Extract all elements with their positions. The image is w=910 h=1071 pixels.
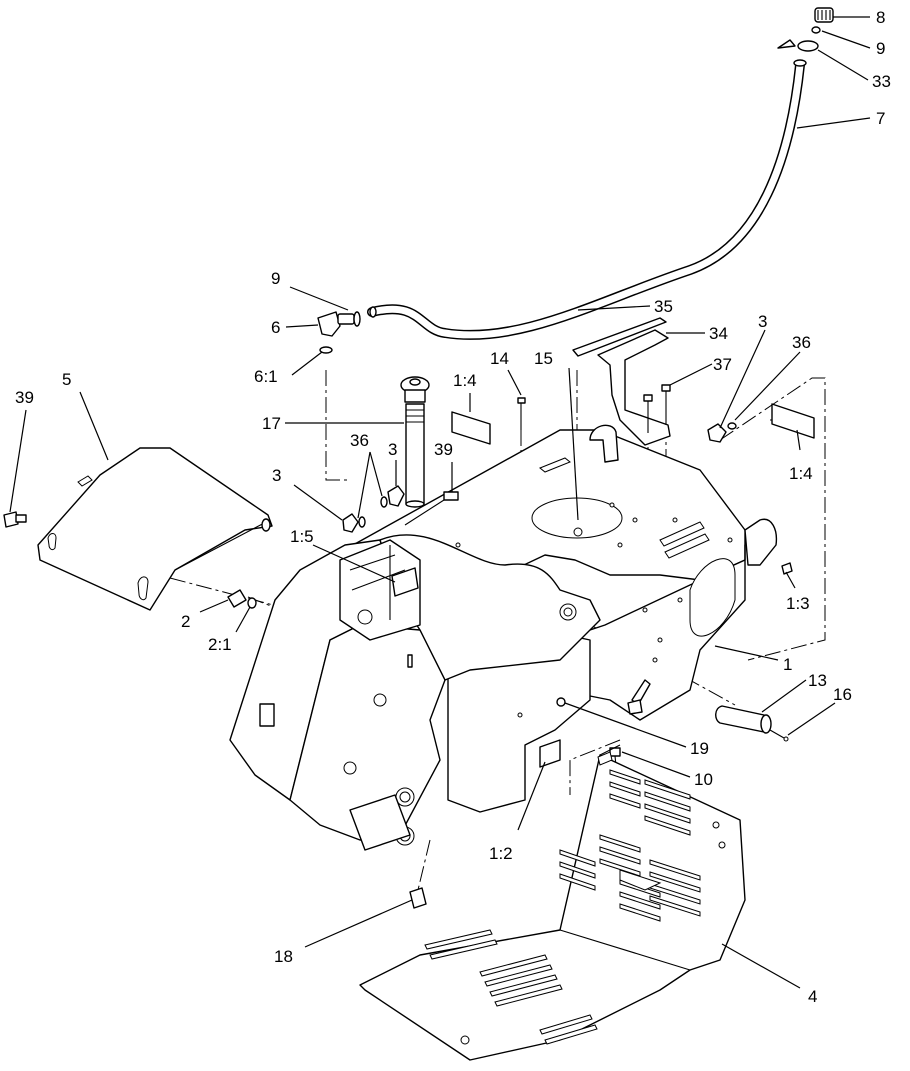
decal-right [771,403,815,439]
callout-1-3: 1:3 [786,594,810,613]
nut [556,697,566,707]
callout-2-1: 2:1 [208,635,232,654]
clamps-center [342,485,459,533]
strip [572,317,667,357]
bolts [517,384,671,433]
callout-13: 13 [808,671,827,690]
callout-1-5: 1:5 [290,527,314,546]
callout-36: 36 [792,333,811,352]
callout-6: 6 [271,318,280,337]
callout-labels: 8 9 33 7 9 6 6:1 35 34 3 36 37 39 5 14 1… [15,8,891,1006]
clamp-right [707,422,737,443]
callout-37: 37 [713,355,732,374]
floor-plate [359,744,746,1061]
fuel-hose [367,59,807,340]
callout-19: 19 [690,739,709,758]
main-frame [229,424,793,851]
callout-1-4: 1:4 [789,464,813,483]
decal-center [451,411,491,445]
elbow-fitting [317,311,361,354]
callout-9: 9 [876,39,885,58]
side-cover [37,447,273,611]
callout-1-4: 1:4 [453,371,477,390]
callout-2: 2 [181,612,190,631]
callout-36: 36 [350,431,369,450]
callout-3: 3 [272,466,281,485]
bracket [597,329,671,446]
callout-14: 14 [490,349,509,368]
callout-4: 4 [808,987,817,1006]
callout-39: 39 [434,440,453,459]
callout-18: 18 [274,947,293,966]
fuel-cap [811,7,834,34]
plug [409,887,427,909]
callout-8: 8 [876,8,885,27]
callout-35: 35 [654,297,673,316]
callout-33: 33 [872,72,891,91]
callout-9: 9 [271,269,280,288]
callout-7: 7 [876,109,885,128]
leader-lines [9,16,871,989]
callout-1-2: 1:2 [489,844,513,863]
callout-10: 10 [694,770,713,789]
screw-left [3,511,27,528]
callout-39: 39 [15,388,34,407]
callout-3: 3 [758,312,767,331]
hose-clamp-top [777,39,819,52]
callout-1: 1 [783,655,792,674]
callout-16: 16 [833,685,852,704]
callout-17: 17 [262,414,281,433]
callout-5: 5 [62,370,71,389]
pivot-pin [715,705,789,742]
callout-34: 34 [709,324,728,343]
callout-15: 15 [534,349,553,368]
fitting-left [227,589,257,609]
callout-6-1: 6:1 [254,367,278,386]
callout-3: 3 [388,440,397,459]
fuel-sender [400,376,430,508]
